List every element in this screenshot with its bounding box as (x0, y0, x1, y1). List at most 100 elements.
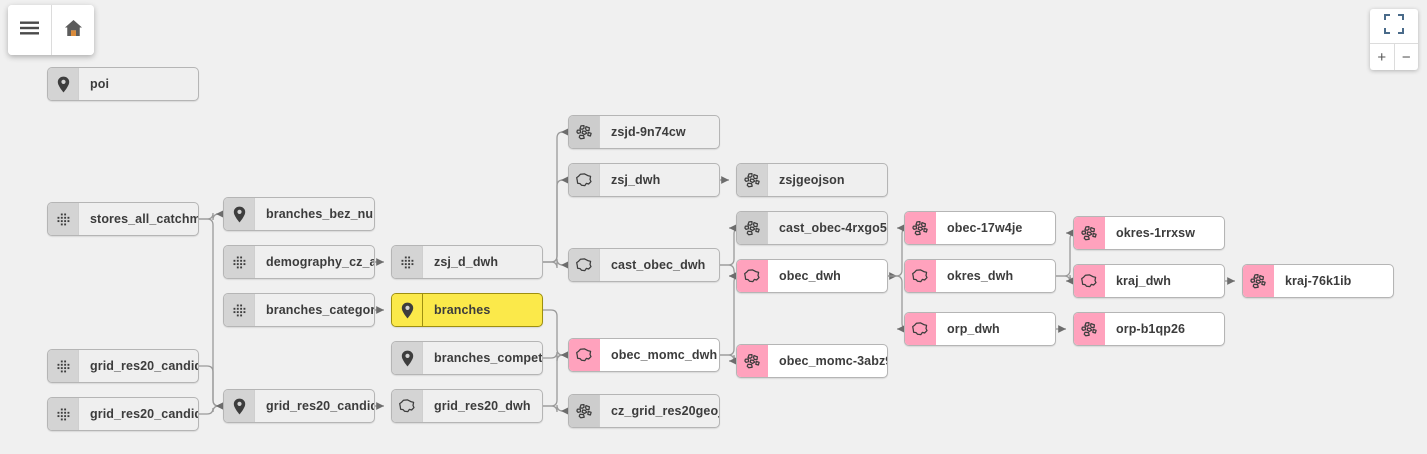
graph-node-cz_grid_res20geojson[interactable]: cz_grid_res20geojsor (568, 394, 720, 428)
map-pin-icon (392, 342, 423, 374)
graph-node-demography_cz_age_[interactable]: demography_cz_age_ (223, 245, 375, 279)
hamburger-menu-icon (20, 21, 39, 40)
polygon-icon (569, 339, 600, 371)
grid-dots-icon (48, 203, 79, 235)
graph-node-stores_all_catchment[interactable]: stores_all_catchment (47, 202, 199, 236)
graph-edge (199, 218, 224, 410)
grid-dots-icon (48, 398, 79, 430)
graph-node-label: obec_dwh (779, 269, 841, 283)
graph-node-branches_competitive[interactable]: branches_competitive (391, 341, 543, 375)
graph-node-label: cast_obec-4rxgo5 (779, 221, 887, 235)
graph-node-label: kraj_dwh (1116, 274, 1171, 288)
graph-node-obec_dwh[interactable]: obec_dwh (736, 259, 888, 293)
graph-node-zsjgeojson[interactable]: zsjgeojson (736, 163, 888, 197)
graph-edge (199, 365, 224, 410)
graph-node-cast_obec-4rxgo5[interactable]: cast_obec-4rxgo5 (736, 211, 888, 245)
graph-node-label: grid_res20_candidate (90, 407, 198, 421)
hamburger-menu-button[interactable] (8, 5, 51, 55)
graph-node-label: cz_grid_res20geojsor (611, 404, 719, 418)
graph-node-kraj-76k1ib[interactable]: kraj-76k1ib (1242, 264, 1394, 298)
top-left-toolbar (8, 5, 94, 55)
graph-edge (543, 351, 569, 362)
graph-node-label: orp-b1qp26 (1116, 322, 1186, 336)
graph-node-label: branches (434, 303, 491, 317)
graph-edge (543, 309, 569, 359)
graph-node-label: obec-17w4je (947, 221, 1023, 235)
graph-node-label: okres_dwh (947, 269, 1014, 283)
map-pin-icon (392, 294, 423, 326)
graph-node-label: grid_res20_dwh (434, 399, 531, 413)
map-pin-icon (224, 390, 255, 422)
multipolygon-icon (737, 164, 768, 196)
polygon-icon (569, 164, 600, 196)
graph-node-okres-1rrxsw[interactable]: okres-1rrxsw (1073, 216, 1225, 250)
polygon-icon (1074, 265, 1105, 297)
home-icon (64, 19, 83, 42)
polygon-icon (392, 390, 423, 422)
multipolygon-icon (1074, 313, 1105, 345)
graph-node-zsjd-9n74cw[interactable]: zsjd-9n74cw (568, 115, 720, 149)
graph-edge (199, 402, 224, 415)
fullscreen-icon (1384, 13, 1404, 39)
graph-node-label: branches_categories_ (266, 303, 374, 317)
grid-dots-icon (392, 246, 423, 278)
graph-node-label: grid_res20_candidate (266, 399, 374, 413)
graph-edge (543, 351, 569, 407)
graph-node-label: zsj_dwh (611, 173, 661, 187)
graph-node-orp_dwh[interactable]: orp_dwh (904, 312, 1056, 346)
graph-node-label: branches_bez_null (266, 207, 374, 221)
graph-node-grid_res20_dwh[interactable]: grid_res20_dwh (391, 389, 543, 423)
graph-node-zsj_d_dwh[interactable]: zsj_d_dwh (391, 245, 543, 279)
graph-node-grid_res20_candidate_c[interactable]: grid_res20_candidate (223, 389, 375, 423)
graph-node-label: obec_momc_dwh (611, 348, 718, 362)
polygon-icon (905, 260, 936, 292)
graph-node-label: branches_competitive (434, 351, 542, 365)
graph-node-label: okres-1rrxsw (1116, 226, 1196, 240)
grid-dots-icon (48, 350, 79, 382)
graph-node-label: demography_cz_age_ (266, 255, 374, 269)
grid-dots-icon (224, 246, 255, 278)
graph-node-poi[interactable]: poi (47, 67, 199, 101)
polygon-icon (737, 260, 768, 292)
multipolygon-icon (737, 345, 768, 377)
graph-node-label: zsj_d_dwh (434, 255, 499, 269)
fullscreen-button[interactable] (1370, 9, 1418, 44)
graph-node-branches_bez_null[interactable]: branches_bez_null (223, 197, 375, 231)
multipolygon-icon (1243, 265, 1274, 297)
graph-node-obec_momc_dwh[interactable]: obec_momc_dwh (568, 338, 720, 372)
graph-node-okres_dwh[interactable]: okres_dwh (904, 259, 1056, 293)
graph-node-cast_obec_dwh[interactable]: cast_obec_dwh (568, 248, 720, 282)
graph-node-label: poi (90, 77, 110, 91)
graph-node-grid_res20_candidate_b[interactable]: grid_res20_candidate (47, 397, 199, 431)
graph-node-grid_res20_candidate_a[interactable]: grid_res20_candidate (47, 349, 199, 383)
graph-node-label: grid_res20_candidate (90, 359, 198, 373)
graph-node-obec-17w4je[interactable]: obec-17w4je (904, 211, 1056, 245)
graph-node-branches_categories_[interactable]: branches_categories_ (223, 293, 375, 327)
graph-node-label: zsjgeojson (779, 173, 845, 187)
graph-node-label: stores_all_catchment (90, 212, 198, 226)
map-pin-icon (224, 198, 255, 230)
multipolygon-icon (1074, 217, 1105, 249)
polygon-icon (905, 313, 936, 345)
multipolygon-icon (737, 212, 768, 244)
graph-node-label: obec_momc-3abz9t (779, 354, 887, 368)
zoom-in-button[interactable]: + (1370, 44, 1395, 70)
graph-edge (543, 404, 569, 415)
graph-edge (543, 258, 569, 269)
graph-node-zsj_dwh[interactable]: zsj_dwh (568, 163, 720, 197)
home-button[interactable] (51, 5, 94, 55)
graph-edge (199, 210, 224, 221)
graph-node-kraj_dwh[interactable]: kraj_dwh (1073, 264, 1225, 298)
map-pin-icon (48, 68, 79, 100)
zoom-controls: + − (1370, 9, 1418, 70)
graph-node-label: orp_dwh (947, 322, 1000, 336)
graph-node-orp-b1qp26[interactable]: orp-b1qp26 (1073, 312, 1225, 346)
zoom-out-button[interactable]: − (1401, 48, 1411, 66)
graph-node-branches[interactable]: branches (391, 293, 543, 327)
graph-node-obec_momc-3abz9t[interactable]: obec_momc-3abz9t (736, 344, 888, 378)
graph-edge (543, 128, 569, 263)
graph-node-label: zsjd-9n74cw (611, 125, 686, 139)
multipolygon-icon (569, 395, 600, 427)
graph-node-label: cast_obec_dwh (611, 258, 706, 272)
